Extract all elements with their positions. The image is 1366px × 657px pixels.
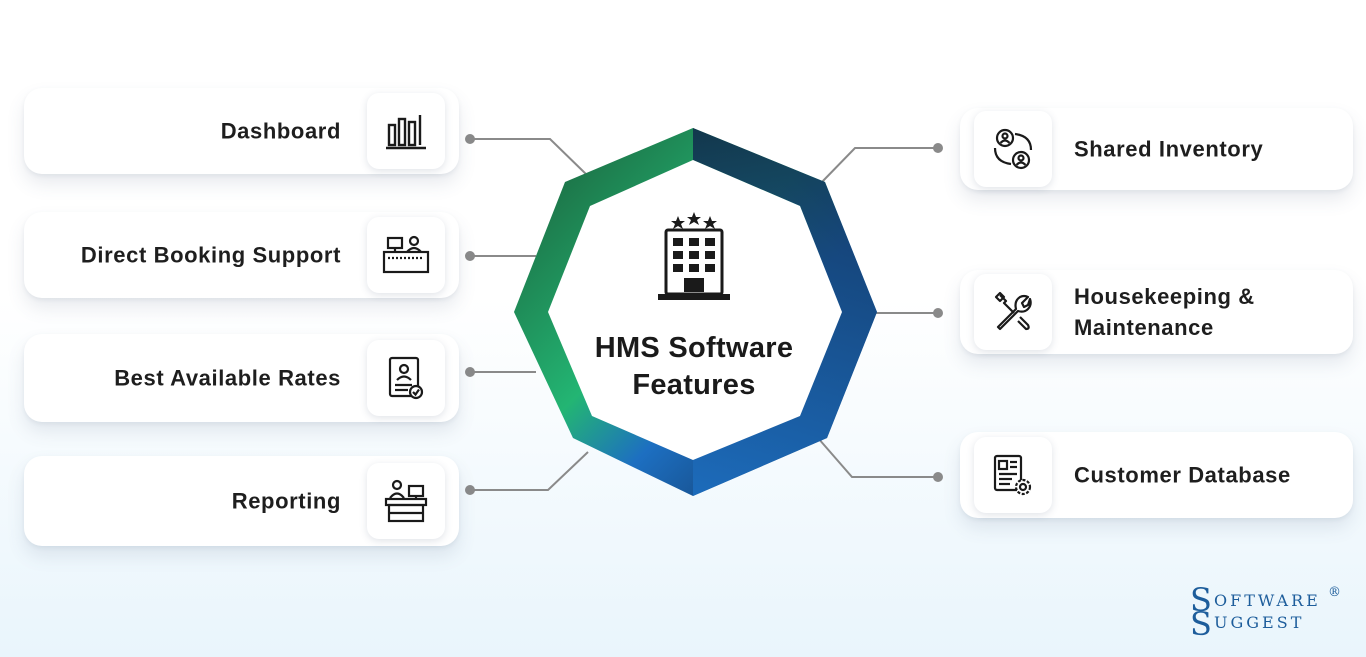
connector-lines <box>470 138 938 491</box>
feature-card-best-rates: Best Available Rates <box>24 334 459 422</box>
center-title-line1: HMS Software <box>594 332 794 364</box>
feature-card-dashboard: Dashboard <box>24 88 459 174</box>
brand-logo: S OFTWARE ® S UGGEST <box>1190 581 1350 643</box>
brand-word-top: OFTWARE <box>1214 591 1321 610</box>
rate-document-check-icon <box>388 356 424 400</box>
feature-label: Shared Inventory <box>1074 136 1264 162</box>
connector-customer <box>817 437 938 478</box>
feature-card-direct-booking: Direct Booking Support <box>24 212 459 298</box>
wrench-screwdriver-icon <box>994 291 1032 331</box>
feature-label: Best Available Rates <box>114 365 341 391</box>
octagon-inner <box>548 160 842 460</box>
database-document-gear-icon <box>993 454 1032 496</box>
feature-icon-box <box>974 437 1052 513</box>
feature-icon-box <box>974 111 1052 187</box>
connector-dots <box>465 134 943 495</box>
feature-label: Housekeeping & Maintenance <box>1074 281 1255 343</box>
feature-icon-box <box>367 463 445 539</box>
feature-label: Reporting <box>231 488 341 514</box>
feature-icon-box <box>367 340 445 416</box>
feature-card-customer-database: Customer Database <box>960 432 1353 518</box>
brand-letter-s1: S <box>1190 581 1212 619</box>
feature-label-line1: Housekeeping & <box>1074 284 1255 309</box>
users-exchange-icon <box>993 128 1033 170</box>
brand-letter-s2: S <box>1190 605 1212 643</box>
octagon-ring-right <box>693 128 877 496</box>
brand-word-bottom: UGGEST <box>1214 613 1305 632</box>
feature-label: Dashboard <box>220 118 341 144</box>
connector-inventory <box>819 147 938 185</box>
hotel-building-icon <box>658 212 730 300</box>
connector-dashboard <box>470 138 589 177</box>
person-at-desk-icon <box>384 479 428 523</box>
feature-card-shared-inventory: Shared Inventory <box>960 108 1353 190</box>
reception-desk-icon <box>382 235 430 274</box>
feature-card-reporting: Reporting <box>24 456 459 546</box>
center-title: HMS Software Features <box>560 330 828 404</box>
feature-label: Direct Booking Support <box>80 242 341 268</box>
bar-chart-icon <box>386 115 426 150</box>
feature-icon-box <box>974 274 1052 350</box>
feature-icon-box <box>367 93 445 169</box>
feature-icon-box <box>367 217 445 293</box>
connector-reporting <box>470 451 589 491</box>
brand-registered: ® <box>1328 585 1341 600</box>
center-title-line2: Features <box>632 369 756 401</box>
feature-label-line2: Maintenance <box>1074 315 1214 340</box>
feature-label: Customer Database <box>1074 462 1291 488</box>
feature-card-housekeeping: Housekeeping & Maintenance <box>960 270 1353 354</box>
